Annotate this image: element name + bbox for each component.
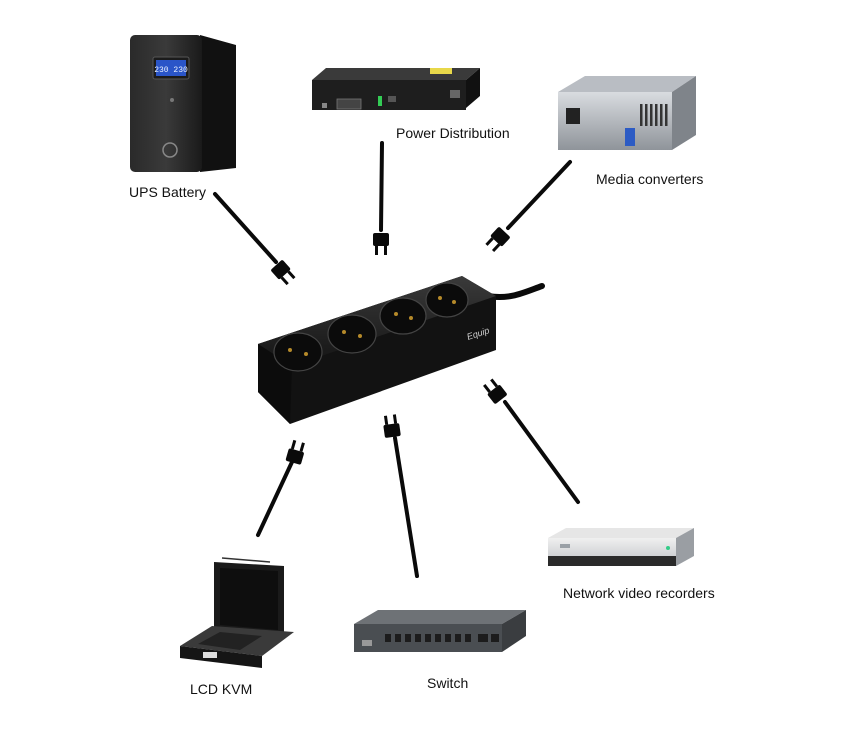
lcd-kvm-image: [180, 557, 294, 668]
connection-cables: [213, 141, 580, 578]
label-power-distribution: Power Distribution: [396, 125, 510, 141]
power-distribution-image: [312, 68, 480, 110]
nvr-image: [548, 528, 694, 566]
ups-display-readout: 230 230: [154, 66, 188, 75]
media-converter-image: [558, 76, 696, 150]
label-network-video-recorders: Network video recorders: [563, 585, 715, 601]
label-media-converters: Media converters: [596, 171, 704, 187]
label-lcd-kvm: LCD KVM: [190, 681, 253, 697]
switch-image: [354, 610, 526, 652]
label-ups-battery: UPS Battery: [129, 184, 207, 200]
label-switch: Switch: [427, 675, 469, 691]
ups-battery-image: 230 230: [130, 35, 236, 172]
power-strip-image: Equip: [258, 276, 545, 424]
